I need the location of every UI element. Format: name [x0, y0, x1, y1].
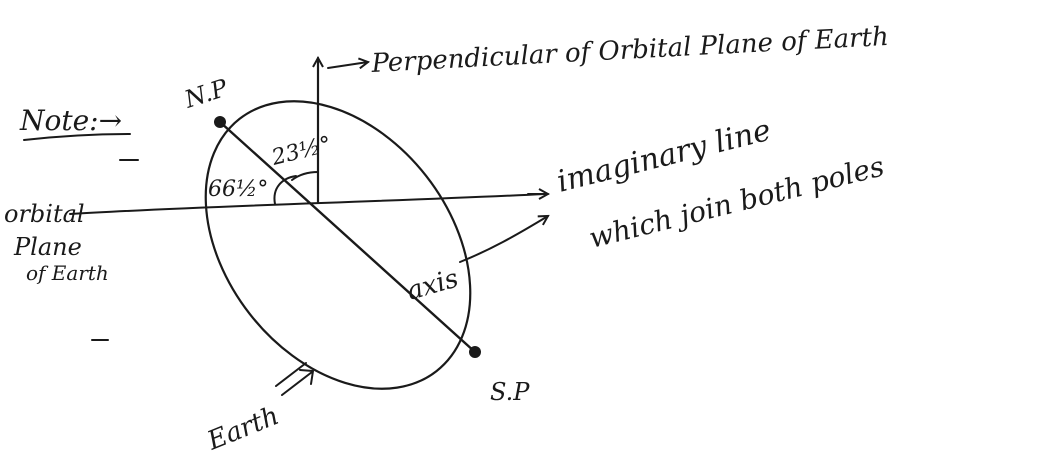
north-pole-label: N.P — [180, 73, 232, 114]
earth-label: Earth — [202, 401, 283, 457]
axis-label: axis — [404, 264, 462, 307]
orbital-plane-label-1: orbital — [4, 200, 85, 228]
north-pole-dot — [214, 116, 226, 128]
perpendicular-label-arrow — [327, 62, 368, 68]
orbital-plane-label-3: of Earth — [26, 261, 109, 285]
south-pole-dot — [469, 346, 481, 358]
imaginary-arrow — [459, 216, 548, 263]
south-pole-label: S.P — [490, 378, 530, 406]
earth-pointer-arrow — [275, 362, 314, 396]
axis-line — [218, 120, 477, 354]
note-label: Note:→ — [19, 104, 122, 137]
perpendicular-label: Perpendicular of Orbital Plane of Earth — [370, 22, 890, 79]
angle-arc-23 — [291, 171, 319, 181]
orbital-plane-line — [69, 193, 546, 215]
angle-large-label: 66½° — [208, 177, 268, 202]
orbital-plane-label-2: Plane — [13, 233, 82, 261]
note-underline — [23, 133, 131, 141]
angle-arc-66 — [273, 175, 297, 205]
angle-small-label: 23½° — [268, 132, 334, 171]
earth-outline — [204, 100, 472, 390]
